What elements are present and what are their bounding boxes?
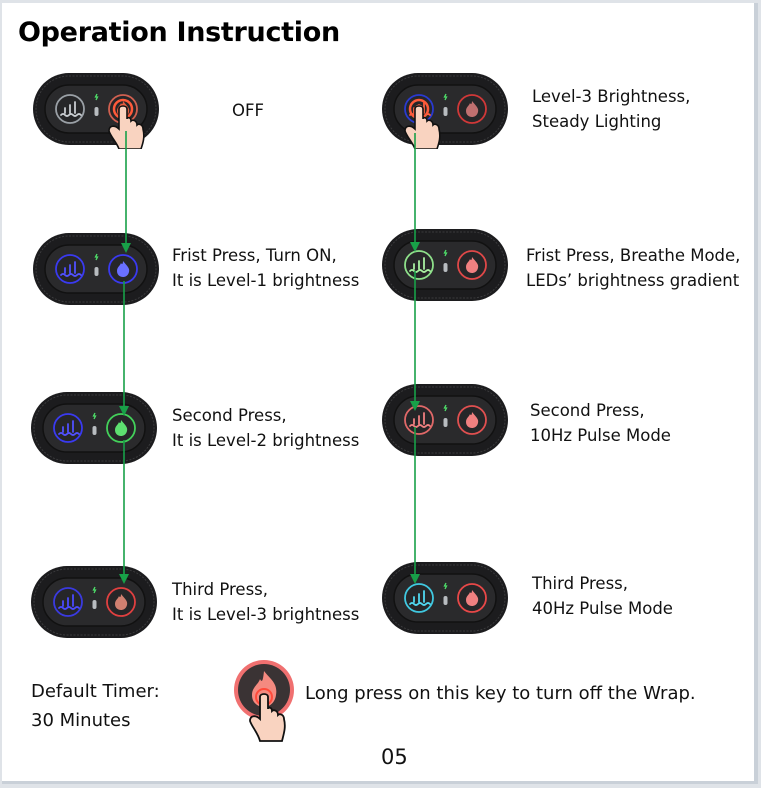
caption-line: Frist Press, Turn ON, <box>172 246 337 265</box>
usb-port-icon <box>92 426 97 435</box>
caption-breathe-mode: Frist Press, Breathe Mode, LEDs’ brightn… <box>526 243 740 293</box>
timer-line: Default Timer: <box>31 681 160 702</box>
arrow-right-3 <box>410 427 420 584</box>
usb-port-icon <box>443 107 448 116</box>
massage-mode-icon <box>60 101 82 117</box>
flow-arrows <box>119 131 420 584</box>
arrow-right-2 <box>410 271 420 411</box>
usb-port-icon <box>443 596 448 605</box>
long-press-instruction: Long press on this key to turn off the W… <box>305 683 696 704</box>
charging-indicator-icon <box>443 249 448 257</box>
heat-flame-icon <box>115 420 128 436</box>
usb-port-icon <box>443 263 448 272</box>
caption-line: It is Level-1 brightness <box>172 271 360 290</box>
page-number: 05 <box>381 745 408 769</box>
heat-flame-icon <box>466 412 479 428</box>
device-second-press-level2 <box>29 388 159 468</box>
caption-line: It is Level-2 brightness <box>172 431 360 450</box>
caption-line: LEDs’ brightness gradient <box>526 271 740 290</box>
caption-10hz-pulse: Second Press, 10Hz Pulse Mode <box>530 398 671 448</box>
massage-mode-icon <box>58 594 80 610</box>
massage-mode-icon <box>58 420 80 436</box>
caption-line: Level-3 Brightness, <box>532 87 691 106</box>
caption-level3-steady: Level-3 Brightness, Steady Lighting <box>532 84 690 134</box>
caption-off: OFF <box>232 101 264 120</box>
usb-port-icon <box>94 267 99 276</box>
long-press-key <box>230 659 302 751</box>
device-off <box>31 69 161 149</box>
caption-line: It is Level-3 brightness <box>172 605 360 624</box>
default-timer: Default Timer: 30 Minutes <box>31 677 160 735</box>
instruction-page: Operation Instruction OFF Frist Pres <box>2 3 758 784</box>
charging-indicator-icon <box>443 582 448 590</box>
caption-line: 10Hz Pulse Mode <box>530 426 671 445</box>
caption-line: Third Press, <box>532 574 629 593</box>
page-title: Operation Instruction <box>18 17 340 48</box>
timer-line: 30 Minutes <box>31 710 131 731</box>
heat-flame-icon <box>466 257 479 273</box>
caption-40hz-pulse: Third Press, 40Hz Pulse Mode <box>532 571 673 621</box>
arrow-left-1 <box>121 131 131 253</box>
caption-line: Second Press, <box>530 401 645 420</box>
caption-line: 40Hz Pulse Mode <box>532 599 673 618</box>
finger-press-icon <box>108 105 145 149</box>
charging-indicator-icon <box>92 412 97 420</box>
device-level3-steady <box>380 69 510 149</box>
heat-flame-icon <box>115 594 128 610</box>
caption-third-press-level3: Third Press, It is Level-3 brightness <box>172 577 359 627</box>
caption-line: Steady Lighting <box>532 112 662 131</box>
arrow-left-2 <box>119 281 129 416</box>
charging-indicator-icon <box>443 93 448 101</box>
charging-indicator-icon <box>94 253 99 261</box>
heat-flame-icon <box>466 101 479 117</box>
massage-mode-icon <box>60 261 82 277</box>
usb-port-icon <box>92 600 97 609</box>
massage-mode-icon <box>409 590 431 606</box>
flame-key-with-finger-icon <box>234 660 294 742</box>
usb-port-icon <box>94 107 99 116</box>
heat-flame-icon <box>117 261 130 277</box>
finger-press-icon <box>404 105 441 149</box>
usb-port-icon <box>443 418 448 427</box>
device-first-press-on <box>31 229 161 309</box>
caption-line: Third Press, <box>172 580 269 599</box>
heat-flame-icon <box>466 590 479 606</box>
device-third-press-level3 <box>29 562 159 642</box>
arrow-right-1 <box>410 133 420 252</box>
charging-indicator-icon <box>94 93 99 101</box>
charging-indicator-icon <box>443 404 448 412</box>
arrow-left-3 <box>119 440 129 584</box>
massage-mode-icon <box>409 257 431 273</box>
caption-line: Frist Press, Breathe Mode, <box>526 246 741 265</box>
caption-first-press-on: Frist Press, Turn ON, It is Level-1 brig… <box>172 243 359 293</box>
charging-indicator-icon <box>92 586 97 594</box>
caption-second-press-level2: Second Press, It is Level-2 brightness <box>172 403 359 453</box>
caption-line: Second Press, <box>172 406 287 425</box>
massage-mode-icon <box>409 412 431 428</box>
